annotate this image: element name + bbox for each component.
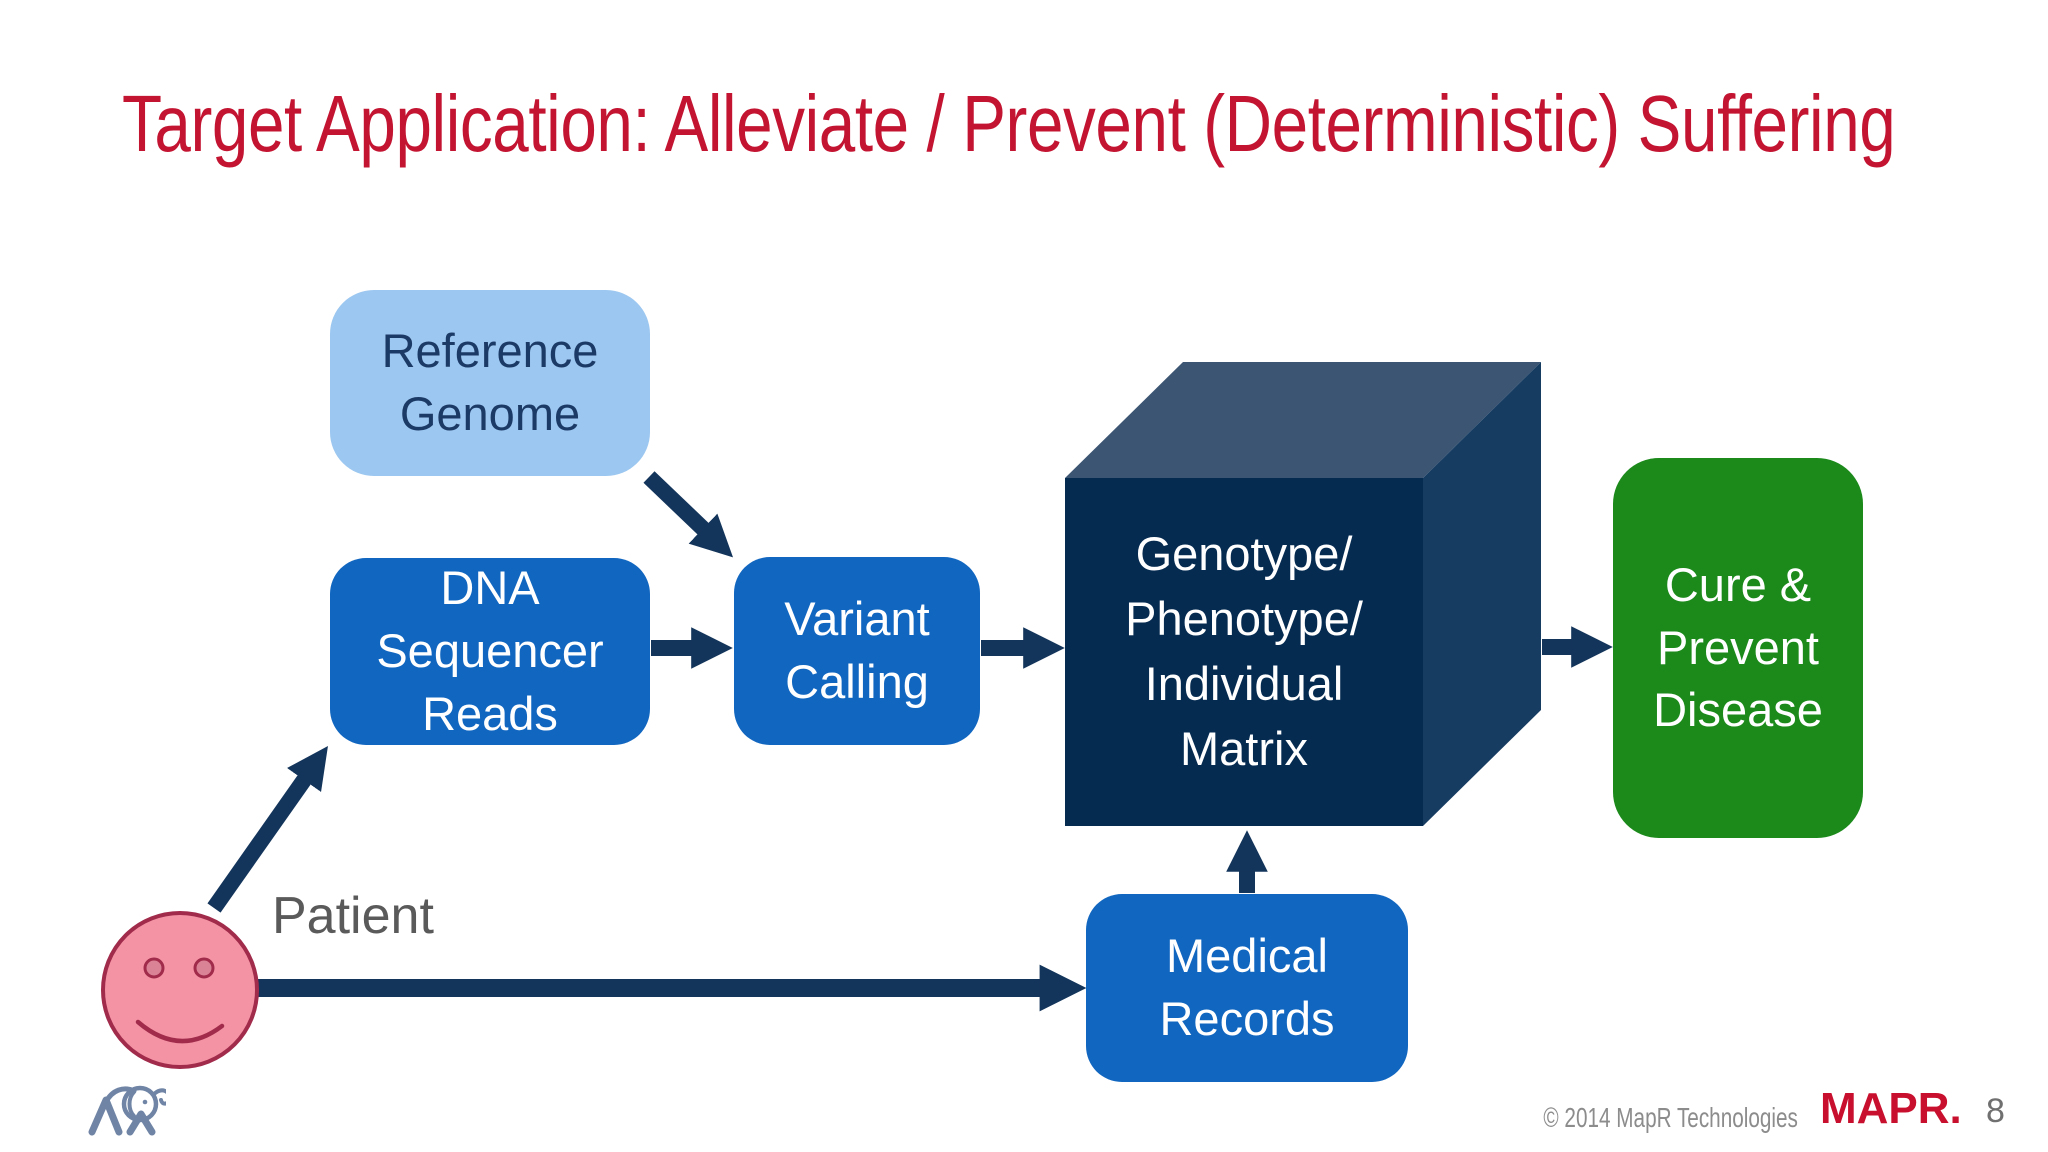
smiley-right-eye xyxy=(193,957,215,979)
smiley-left-eye xyxy=(143,957,165,979)
mapr-elephant-icon xyxy=(88,1085,166,1136)
node-genotype-phenotype-matrix-label: Genotype/ Phenotype/ Individual Matrix xyxy=(1125,527,1363,775)
node-reference-genome: Reference Genome xyxy=(330,290,650,476)
node-medical-records: Medical Records xyxy=(1086,894,1408,1082)
footer-copyright: © 2014 MapR Technologies xyxy=(1543,1102,1798,1133)
patient-label: Patient xyxy=(272,887,434,945)
arrow-patient-to-dna-reads xyxy=(207,745,328,913)
cube-right-face xyxy=(1423,362,1541,826)
slide-title: Target Application: Alleviate / Prevent … xyxy=(122,79,1896,168)
smiley-mouth xyxy=(135,1019,225,1044)
slide-page-number: 8 xyxy=(1986,1092,2005,1130)
cube-front-face xyxy=(1065,478,1423,826)
arrow-reference-to-variant xyxy=(643,471,734,558)
node-cure-prevent-disease: Cure & Prevent Disease xyxy=(1613,458,1863,838)
mapr-logo: MAPR. xyxy=(1820,1084,1962,1133)
node-variant-calling: Variant Calling xyxy=(734,557,980,745)
smiley-face-icon xyxy=(101,911,259,1069)
node-dna-sequencer-reads: DNA Sequencer Reads xyxy=(330,558,650,745)
cube-top-face xyxy=(1065,362,1541,478)
